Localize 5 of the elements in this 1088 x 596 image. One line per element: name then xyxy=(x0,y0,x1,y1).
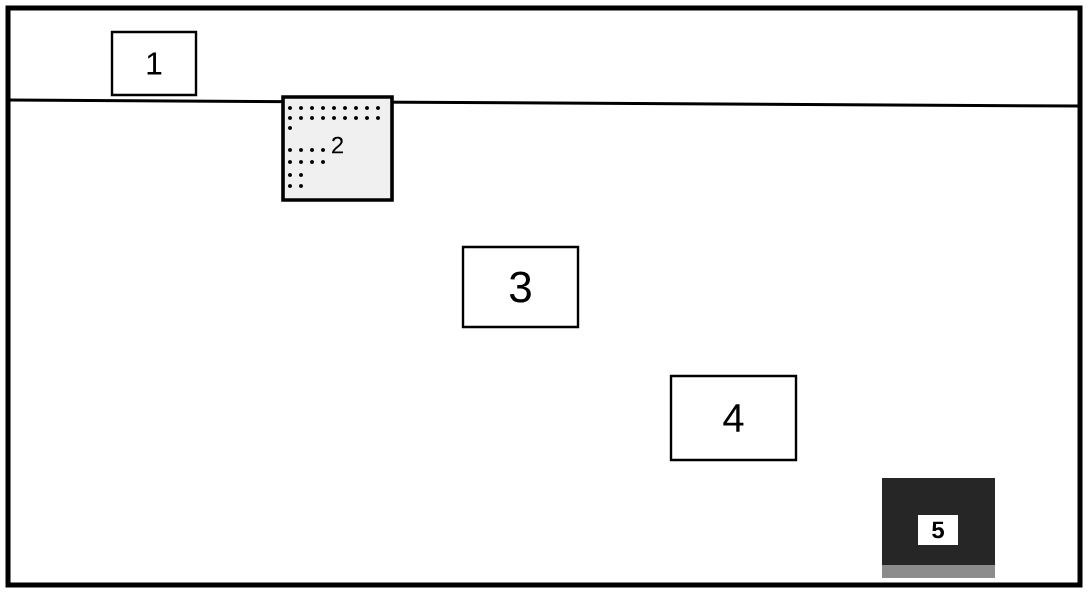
dark-window: 5 xyxy=(882,478,995,578)
window-box: 1 xyxy=(110,30,198,97)
menu-window: 2 xyxy=(281,95,394,202)
window-box: 4 xyxy=(669,374,798,462)
window-box: 3 xyxy=(461,245,580,329)
